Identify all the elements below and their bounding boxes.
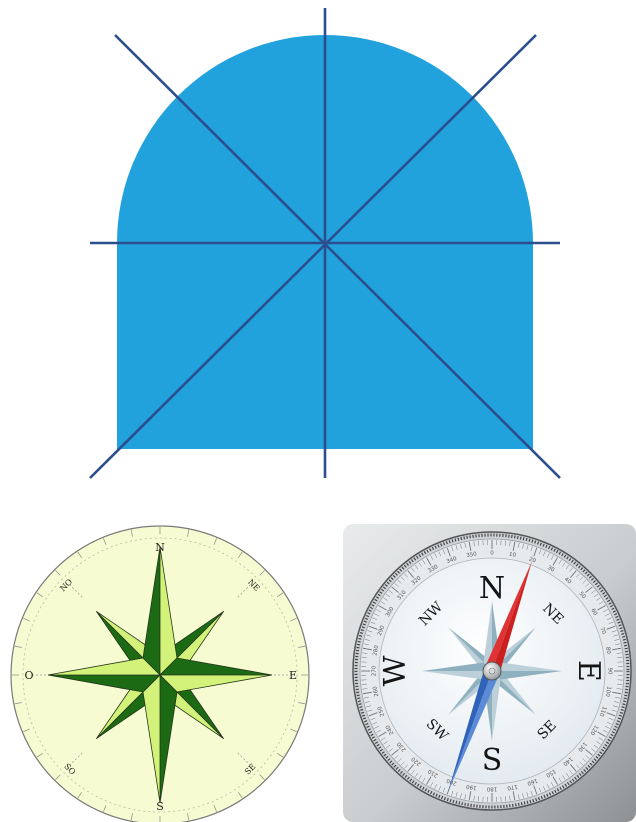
dial-label-n: N	[479, 571, 505, 606]
dial-label-w: W	[378, 655, 413, 686]
wind-rose-compass: N S E O NE NO SE SO	[11, 526, 309, 822]
dial-degree-label: 0	[490, 551, 494, 557]
rose-label-e: E	[289, 669, 297, 682]
dial-compass: 0102030405060708090100110120130140150160…	[343, 524, 636, 822]
dial-needle-hub-cap	[489, 668, 495, 674]
dial-degree-label: 180	[486, 786, 497, 792]
dial-degree-label: 90	[607, 668, 613, 675]
arch-direction-lines	[90, 8, 560, 478]
arch-diagram	[90, 8, 560, 478]
dial-label-e: E	[571, 660, 606, 682]
rose-label-n: N	[155, 541, 165, 554]
dial-degree-label: 270	[372, 665, 378, 676]
dial-label-s: S	[482, 743, 503, 778]
rose-label-s: S	[156, 800, 164, 813]
rose-label-o: O	[24, 669, 33, 682]
